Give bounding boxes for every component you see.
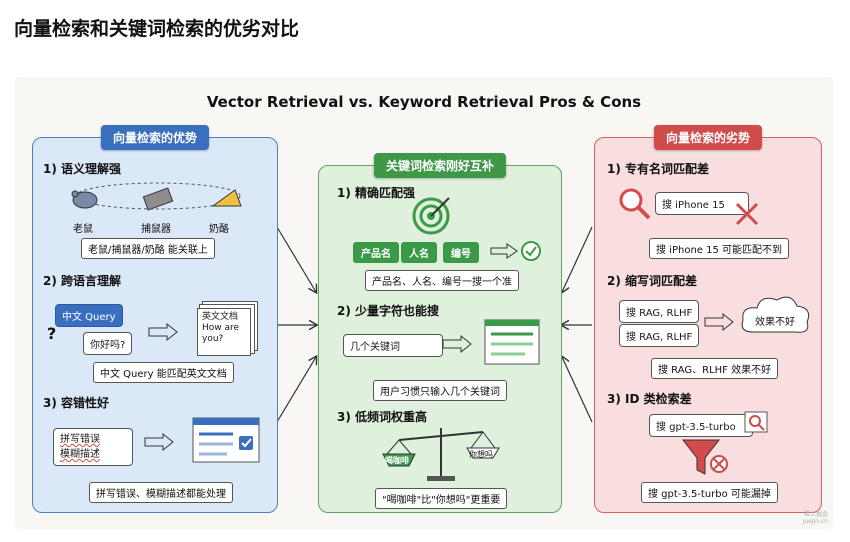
filter-funnel-icon bbox=[681, 439, 728, 475]
doc-title: 英文文档 bbox=[202, 312, 239, 322]
note-semantic: 老鼠/捕鼠器/奶酪 能关联上 bbox=[81, 238, 215, 259]
chinese-bubble: 你好吗? bbox=[83, 332, 133, 355]
balance-scale-icon bbox=[382, 428, 500, 481]
doc-line: you? bbox=[202, 334, 224, 344]
keyword-input: 几个关键词 bbox=[343, 334, 443, 357]
note-crosslingual: 中文 Query 能匹配英文文档 bbox=[93, 362, 234, 383]
question-mark-icon: ? bbox=[47, 324, 57, 343]
typo-input: 拼写错误 模糊描述 bbox=[53, 428, 133, 466]
pan-right-label: 你想吗 bbox=[469, 450, 493, 459]
chip-product: 产品名 bbox=[353, 242, 399, 263]
arrow-right-icon bbox=[442, 334, 472, 354]
section-title: 2) 缩写词匹配差 bbox=[607, 274, 698, 288]
cloud-label: 效果不好 bbox=[755, 317, 795, 328]
section-title: 2) 少量字符也能搜 bbox=[337, 304, 440, 318]
fuzzy-line: 模糊描述 bbox=[60, 449, 100, 460]
section-title: 3) ID 类检索差 bbox=[607, 392, 692, 406]
arrow-right-icon bbox=[148, 322, 178, 342]
label-cheese: 奶酪 bbox=[209, 224, 229, 235]
arrow-right-icon bbox=[144, 432, 174, 452]
pan-left-label: 喝咖啡 bbox=[385, 456, 409, 465]
typo-line: 拼写错误 bbox=[60, 434, 100, 445]
section-title: 1) 专有名词匹配差 bbox=[607, 162, 710, 176]
query-bubble: 中文 Query bbox=[55, 304, 123, 327]
section-title: 1) 精确匹配强 bbox=[337, 186, 416, 200]
badge-vector-cons: 向量检索的劣势 bbox=[653, 125, 763, 150]
search-box-gpt: 搜 gpt-3.5-turbo bbox=[649, 414, 753, 437]
section-title: 1) 语义理解强 bbox=[43, 162, 122, 176]
note-abbr: 搜 RAG、RLHF 效果不好 bbox=[651, 358, 779, 379]
section-title: 3) 容错性好 bbox=[43, 396, 110, 410]
label-mouse: 老鼠 bbox=[73, 224, 93, 235]
note-low-freq: "喝咖啡"比"你想吗"更重要 bbox=[375, 488, 508, 509]
chip-person: 人名 bbox=[401, 242, 437, 263]
cloud-icon bbox=[741, 296, 810, 333]
label-mousetrap: 捕鼠器 bbox=[141, 224, 171, 235]
doc-line: How are bbox=[202, 323, 240, 333]
panel-vector-pros: 向量检索的优势 1) 语义理解强 老鼠 捕鼠器 奶酪 老鼠/捕鼠器/奶酪 能关联… bbox=[32, 125, 278, 513]
panel-keyword-complement: 关键词检索刚好互补 1) 精确匹配强 产品名 人名 编号 产品名、人名、编号一搜… bbox=[318, 153, 562, 513]
mouse-trap-cheese-icon bbox=[71, 182, 242, 211]
note-exact: 产品名、人名、编号一搜一个准 bbox=[365, 270, 519, 291]
abbr-query-2: 搜 RAG, RLHF bbox=[619, 324, 700, 347]
diagram-figure: Vector Retrieval vs. Keyword Retrieval P… bbox=[14, 77, 834, 529]
results-list-icon bbox=[484, 319, 540, 365]
english-doc: 英文文档 How are you? bbox=[197, 308, 251, 356]
section-title: 3) 低频词权重高 bbox=[337, 410, 428, 424]
note-id-miss: 搜 gpt-3.5-turbo 可能漏掉 bbox=[641, 482, 778, 503]
note-tolerance: 拼写错误、模糊描述都能处理 bbox=[89, 482, 233, 503]
watermark: 稀土掘金 juejin.cn bbox=[803, 511, 828, 525]
note-proper-noun: 搜 iPhone 15 可能匹配不到 bbox=[649, 238, 790, 259]
watermark-line: juejin.cn bbox=[802, 518, 828, 525]
chip-id: 编号 bbox=[443, 242, 479, 263]
abbr-query-1: 搜 RAG, RLHF bbox=[619, 300, 700, 323]
check-circle-icon bbox=[490, 241, 541, 261]
magnifier-icon bbox=[619, 188, 651, 220]
note-few-chars: 用户习惯只输入几个关键词 bbox=[373, 380, 507, 401]
arrow-right-icon bbox=[704, 312, 734, 332]
cross-icon bbox=[735, 202, 759, 226]
search-box-iphone: 搜 iPhone 15 bbox=[655, 192, 749, 215]
section-title: 2) 跨语言理解 bbox=[43, 274, 122, 288]
search-icon bbox=[744, 411, 768, 433]
badge-vector-pros: 向量检索的优势 bbox=[100, 125, 210, 150]
diagram-title: Vector Retrieval vs. Keyword Retrieval P… bbox=[206, 93, 642, 111]
watermark-line: 稀土掘金 bbox=[803, 511, 828, 518]
panel-vector-cons: 向量检索的劣势 1) 专有名词匹配差 搜 iPhone 15 搜 iPhone … bbox=[594, 125, 822, 513]
badge-keyword: 关键词检索刚好互补 bbox=[373, 153, 507, 178]
page-title: 向量检索和关键词检索的优劣对比 bbox=[14, 18, 300, 40]
connector-arrows bbox=[276, 226, 593, 423]
document-check-icon bbox=[192, 417, 260, 463]
target-icon bbox=[412, 197, 450, 235]
